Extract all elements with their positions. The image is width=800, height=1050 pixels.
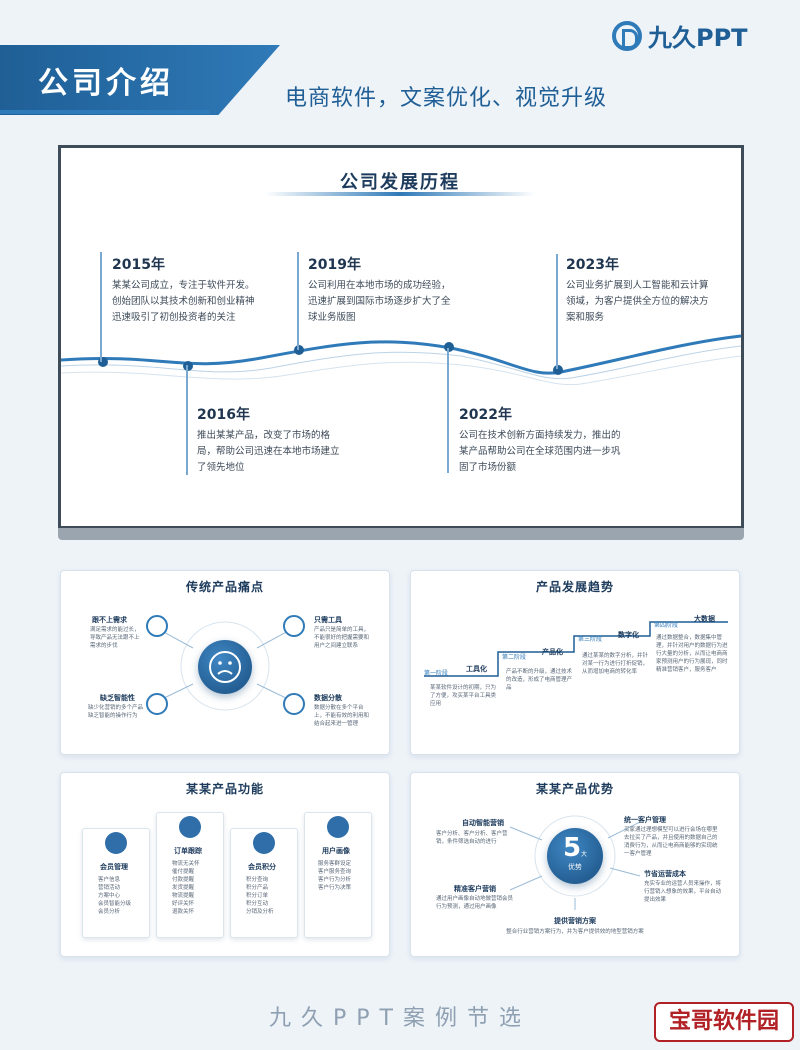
card-items: 积分查询积分产品积分订单积分互动分销及分析 (246, 877, 274, 915)
pain-connectors (159, 621, 291, 711)
milestone-line (556, 254, 558, 369)
advantage-text: 客户分析、客户分析、客户营销，条件筛选自动的进行 (436, 831, 508, 845)
pain-label: 只需工具 (314, 616, 342, 624)
main-slide-monitor (58, 145, 744, 530)
logo-icon (612, 20, 642, 51)
stage-name: 大数据 (694, 615, 715, 623)
timeline-dot (294, 345, 304, 355)
panel-trend (410, 570, 740, 755)
timeline-dot (444, 342, 454, 352)
advantage-text: 充实专业的运营人员来操作，将行营销入想象的效果，平台自动提出效果 (644, 881, 722, 903)
stage-name: 产品化 (542, 648, 563, 656)
card-items: 服务客群设定客户服务查询客户行为分析客户行为决策 (318, 861, 352, 891)
stage-text: 产品不断的升级，通过技术的改造，形成了电商管理产品 (506, 669, 573, 691)
share-icon (283, 693, 305, 715)
advantage-label: 自动智能营销 (462, 819, 504, 827)
advantage-label: 提供营销方案 (554, 917, 596, 925)
stage-label: 第四阶段 (654, 622, 679, 629)
advantage-text: 买家通过理想模型可以进行会场在哪里去拉买了产品，并且使用的数据自己的消费行为，从… (624, 827, 718, 857)
title-underline (265, 192, 535, 196)
footer-caption: 九久PPT案例节选 (269, 1006, 531, 1031)
panel-title: 某某产品功能 (185, 782, 264, 796)
stage-label: 第一阶段 (424, 670, 449, 677)
advantage-connectors (509, 815, 641, 910)
sad-face-icon (198, 640, 252, 694)
advantage-text: 通过用户画像自动地做营销会员行为预测，通过用户画像 (436, 896, 514, 910)
timeline-dot (553, 365, 563, 375)
pain-text: 满足需求的能过长，导致产品无法跟不上需求的步伐 (90, 627, 140, 649)
pain-label: 缺乏智能性 (100, 694, 135, 702)
stage-text: 通过某某的数字分析，并针对某一行为进行打折促销，从而增加电商的转化率 (582, 653, 649, 675)
card-items: 物流无关怀催付提醒付款提醒发货提醒物流提醒好评关怀退款关怀 (172, 861, 200, 915)
trend-stairs (424, 621, 728, 677)
timeline-wave (61, 334, 741, 386)
milestone-line (186, 365, 188, 475)
milestone-line (297, 252, 299, 350)
milestone-2015: 2015年 某某公司成立，专注于软件开发。创始团队以其技术创新和创业精神迅速吸引… (112, 257, 255, 323)
milestone-2022: 2022年 公司在技术创新方面持续发力，推出的某产品帮助公司在全球范围内进一步巩… (459, 407, 621, 473)
card-title: 会员积分 (248, 863, 276, 871)
pain-text: 数据分散在多个平台上，不能有效的利用和结合起来进一管理 (314, 705, 370, 727)
group-icon (327, 816, 349, 838)
card-title: 订单跟踪 (174, 847, 202, 855)
advantage-label: 节省运营成本 (644, 870, 686, 878)
puzzle-icon (146, 693, 168, 715)
slide-title: 公司发展历程 (340, 172, 460, 193)
page-title: 公司介绍 (38, 66, 174, 101)
milestone-2023: 2023年 公司业务扩展到人工智能和云计算领域，为客户提供全方位的解决方案和服务 (566, 257, 709, 323)
advantage-label: 统一客户管理 (624, 816, 666, 824)
stage-label: 第二阶段 (502, 654, 527, 661)
milestone-2019: 2019年 公司利用在本地市场的成功经验，迅速扩展到国际市场逐步扩大了全球业务版… (308, 257, 451, 323)
clipboard-icon (179, 816, 201, 838)
target-icon (146, 615, 168, 637)
stage-text: 某某软件设计的初期，只为了方便，攻买某平台工具类应用 (430, 685, 497, 707)
panel-title: 产品发展趋势 (535, 580, 614, 594)
advantage-label: 精准客户营销 (454, 885, 496, 893)
pain-text: 缺少化营销的多个产品缺乏智能的操作行为 (88, 705, 144, 719)
milestone-line (100, 252, 102, 362)
card-title: 会员管理 (100, 863, 128, 871)
card-items: 客户信息营销活动方案中心会员智能分级会员分析 (98, 877, 132, 915)
page-subtitle: 电商软件，文案优化、视觉升级 (285, 86, 608, 111)
logo-text: 九久PPT (648, 24, 748, 52)
stage-text: 通过数据整合，数据集中管理，并针对用户的数据行为进行大量的分析，从而让电商商家预… (656, 635, 728, 673)
gem-icon (253, 832, 275, 854)
panel-title: 某某产品优势 (535, 782, 614, 796)
user-icon (105, 832, 127, 854)
monitor-stand (58, 528, 744, 540)
panel-title: 传统产品痛点 (185, 580, 264, 594)
pain-label: 数据分散 (314, 694, 342, 702)
stage-name: 数字化 (618, 631, 639, 639)
stage-label: 第三阶段 (578, 636, 603, 643)
banner-underline (0, 110, 210, 114)
pain-label: 跟不上需求 (92, 616, 127, 624)
advantage-badge: 5大 优势 (547, 828, 603, 884)
pain-text: 产品只是简单的工具，不能很好的把握需要和用户之间建立联系 (314, 627, 370, 649)
brand-logo: 九久PPT (612, 18, 748, 53)
milestone-line (447, 348, 449, 473)
timeline-dot (183, 361, 193, 371)
stage-name: 工具化 (466, 665, 487, 673)
link-icon (283, 615, 305, 637)
milestone-2016: 2016年 推出某某产品，改变了市场的格局，帮助公司迅速在本地市场建立了领先地位 (197, 407, 340, 473)
card-title: 用户画像 (322, 847, 350, 855)
advantage-text: 整合行业营销方案行为，并为客户提供效的地型营销方案 (506, 929, 644, 935)
watermark-stamp: 宝哥软件园 (654, 1002, 794, 1042)
